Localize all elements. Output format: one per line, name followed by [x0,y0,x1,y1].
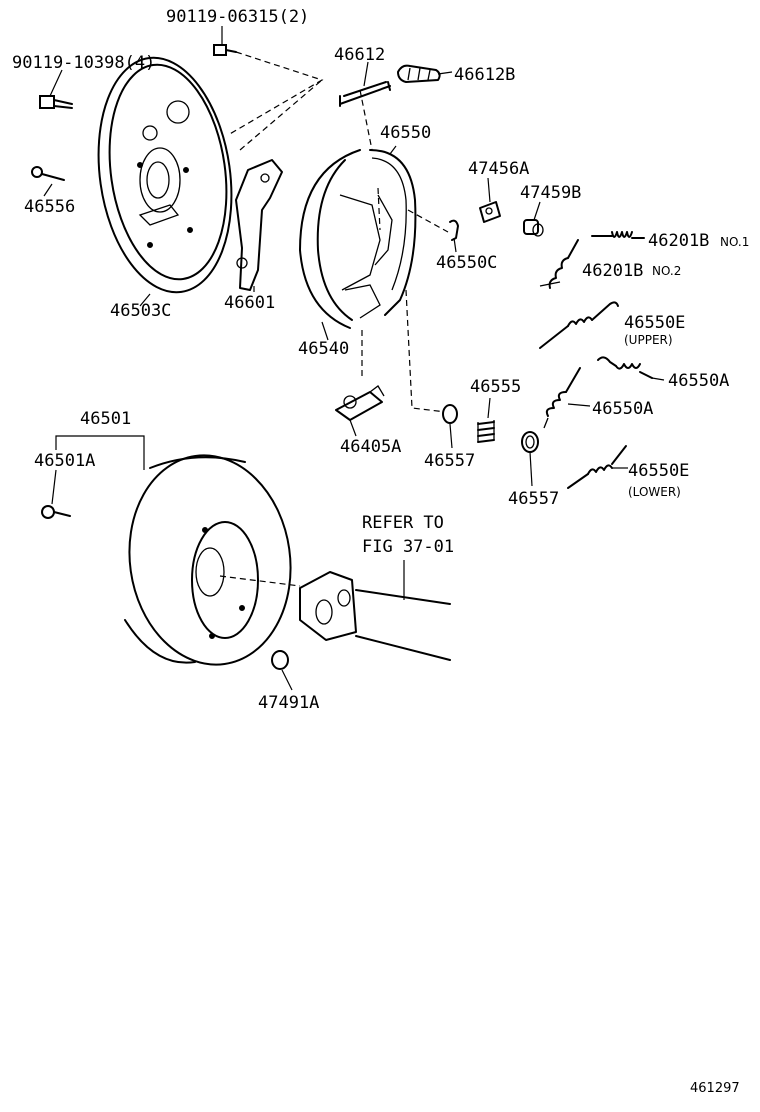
label-46501A: 46501A [34,451,95,471]
nut-47491A [271,650,289,670]
label-46201B-no2-note: NO.2 [652,264,681,278]
label-46405A: 46405A [340,437,401,457]
label-46550C: 46550C [436,253,497,273]
label-47456A: 47456A [468,159,529,179]
drive-shaft [299,571,451,661]
label-46601: 46601 [224,293,275,313]
pin-46612 [339,81,391,107]
spring-46550A-2 [543,367,581,429]
label-90119-06315: 90119-06315(2) [166,7,309,27]
label-46201B-no1: 46201B [648,231,709,251]
leader-lines [43,26,665,691]
label-46550A-2: 46550A [592,399,653,419]
bolt-46501A [41,505,71,519]
pin-46550C [449,219,459,241]
spring-46201B-no2 [539,239,579,289]
label-46550: 46550 [380,123,431,143]
label-46557-2: 46557 [508,489,559,509]
label-46550E-upper-note: (UPPER) [624,333,673,347]
label-46550E-upper: 46550E [624,313,685,333]
bolt-90119-10398 [39,95,73,109]
spring-46555 [477,420,495,443]
label-46612: 46612 [334,45,385,65]
label-46550E-lower-note: (LOWER) [628,485,681,499]
label-90119-10398: 90119-10398(4) [12,53,155,73]
clip-46612B [397,64,441,83]
brake-shoe-46540 [299,149,381,329]
label-46201B-no2: 46201B [582,261,643,281]
label-refer-to: REFER TO [362,513,444,533]
label-46612B: 46612B [454,65,515,85]
backing-plate-46503C [97,56,233,294]
nut-47459B [523,219,544,237]
brake-drum-46501 [124,454,292,666]
label-46550E-lower: 46550E [628,461,689,481]
spring-46201B-no1 [591,231,645,239]
label-46503C: 46503C [110,301,171,321]
label-46201B-no1-note: NO.1 [720,235,749,249]
spring-46550A-1 [597,356,653,379]
cup-46557-1 [442,404,458,424]
brake-shoe-46550 [369,149,417,316]
plate-47456A [479,201,501,223]
spring-46550E-upper [539,301,619,349]
lever-46601 [235,159,283,291]
label-46501: 46501 [80,409,131,429]
label-47459B: 47459B [520,183,581,203]
label-46555: 46555 [470,377,521,397]
spring-46550E-lower [567,445,627,489]
bolt-90119-06315 [213,44,237,56]
label-fig-37-01: FIG 37-01 [362,537,454,557]
label-46557-1: 46557 [424,451,475,471]
label-46550A-1: 46550A [668,371,729,391]
adjuster-46405A [335,385,385,421]
bolt-46556 [31,166,65,181]
cup-46557-2 [521,431,539,453]
label-46556: 46556 [24,197,75,217]
label-47491A: 47491A [258,693,319,713]
diagram-id: 461297 [690,1081,740,1096]
label-46540: 46540 [298,339,349,359]
